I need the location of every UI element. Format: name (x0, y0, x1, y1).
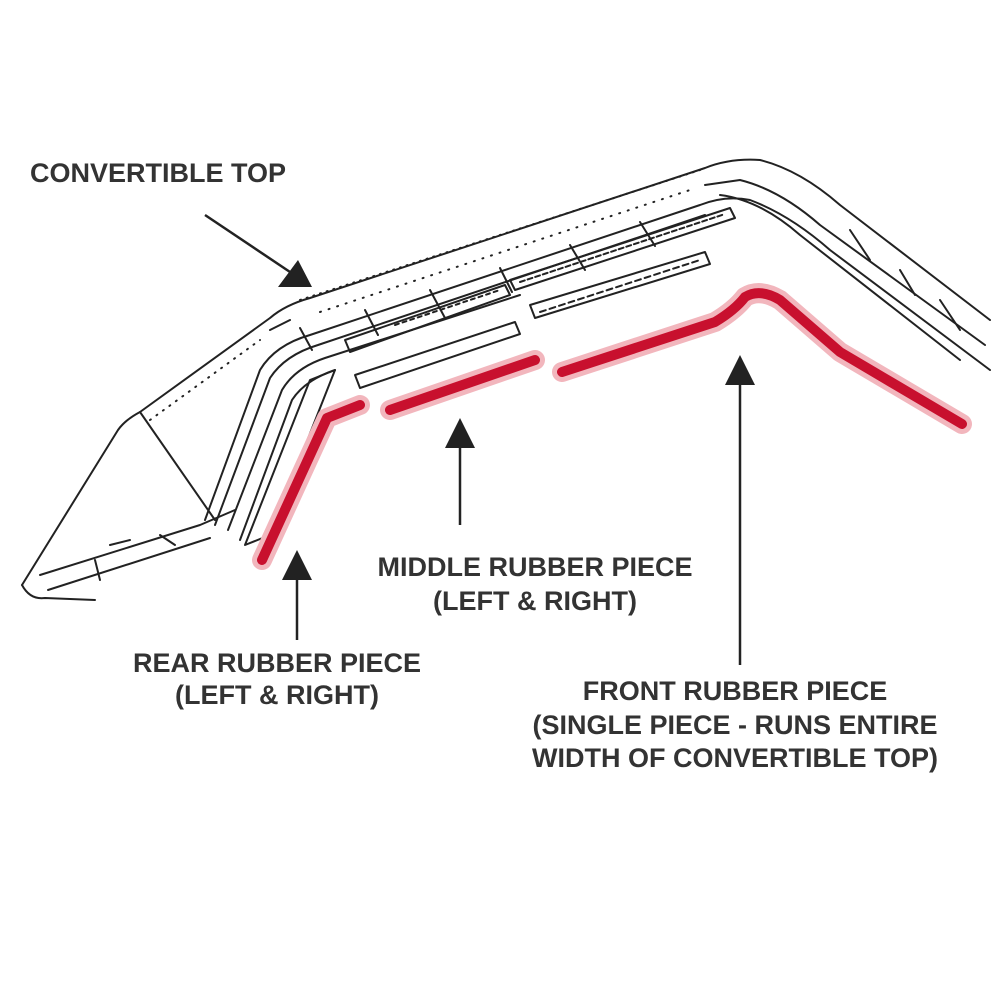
rear-piece-arrow (282, 550, 312, 640)
rubber-pieces (252, 283, 972, 570)
rear-rubber-piece (252, 395, 370, 570)
convertible-top-label: CONVERTIBLE TOP (30, 158, 286, 188)
middle-piece-arrow (445, 418, 475, 525)
front-piece-label: FRONT RUBBER PIECE (583, 676, 888, 706)
convertible-top-drawing (21, 158, 991, 601)
middle-piece-label: MIDDLE RUBBER PIECE (377, 552, 692, 582)
front-rubber-piece (552, 283, 972, 434)
labels: CONVERTIBLE TOP MIDDLE RUBBER PIECE (LEF… (30, 158, 938, 773)
rear-piece-label: REAR RUBBER PIECE (133, 648, 421, 678)
middle-rubber-piece (380, 350, 545, 420)
middle-piece-sublabel: (LEFT & RIGHT) (433, 586, 637, 616)
pointer-arrows (204, 213, 755, 665)
front-piece-sublabel-1: (SINGLE PIECE - RUNS ENTIRE (532, 710, 937, 740)
convertible-top-arrow (204, 213, 312, 287)
rear-piece-sublabel: (LEFT & RIGHT) (175, 680, 379, 710)
front-piece-sublabel-2: WIDTH OF CONVERTIBLE TOP) (532, 743, 938, 773)
front-piece-arrow (725, 355, 755, 665)
